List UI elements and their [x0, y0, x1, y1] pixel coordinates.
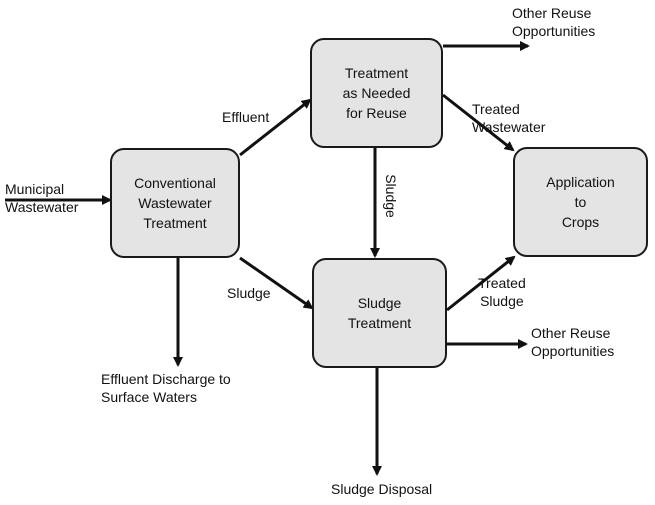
conventional-treatment-box: Conventional Wastewater Treatment	[110, 148, 240, 258]
effluent-discharge-label: Effluent Discharge to Surface Waters	[101, 371, 231, 405]
arrow-sludge-left	[239, 256, 314, 310]
other-reuse-bottom-label: Other Reuse Opportunities	[531, 325, 615, 359]
sludge-treatment-box: Sludge Treatment	[312, 258, 447, 368]
sludge-disposal-label: Sludge Disposal	[331, 481, 433, 497]
application-to-crops-box: Application to Crops	[513, 147, 648, 257]
effluent-label: Effluent	[222, 109, 270, 125]
treatment-for-reuse-box: Treatment as Needed for Reuse	[310, 38, 443, 148]
sludge-left-label: Sludge	[227, 285, 271, 301]
arrow-treated-sludge	[446, 255, 516, 312]
treated-wastewater-label: Treated Wastewater	[472, 101, 546, 135]
treated-sludge-label: Treated Sludge	[478, 275, 526, 309]
sludge-treatment-label: Sludge Treatment	[347, 295, 412, 331]
other-reuse-top-label: Other Reuse Opportunities	[512, 5, 596, 39]
arrow-effluent	[239, 98, 312, 157]
conventional-treatment-label: Conventional Wastewater Treatment	[134, 175, 216, 231]
treatment-for-reuse-label: Treatment as Needed for Reuse	[342, 65, 411, 121]
municipal-wastewater-label: Municipal Wastewater	[5, 181, 79, 215]
application-to-crops-label: Application to Crops	[546, 174, 615, 230]
arrow-treated-wastewater	[442, 93, 515, 152]
sludge-vertical-label: Sludge	[382, 174, 399, 218]
